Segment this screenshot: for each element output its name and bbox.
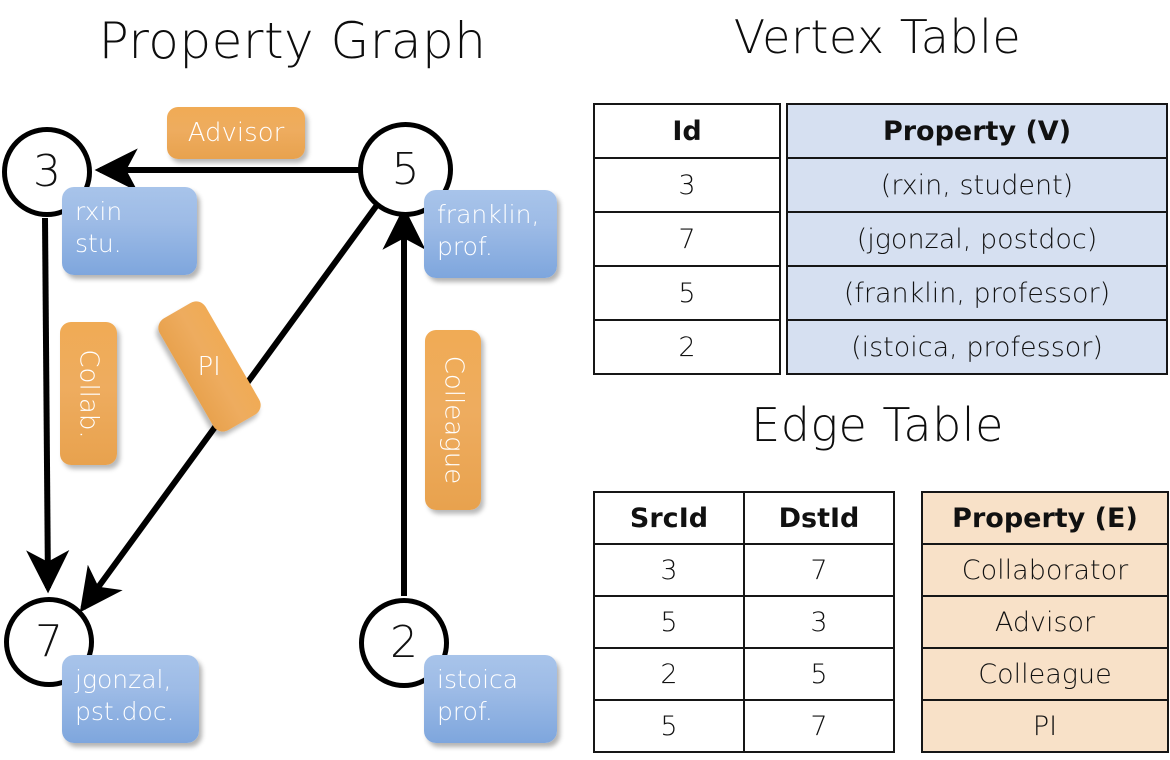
table-row[interactable]: 2 5	[593, 647, 895, 701]
edge-header-property: Property (E)	[921, 491, 1169, 545]
graph-node-7-label: 7	[35, 616, 63, 667]
edge-header-dstid: DstId	[743, 491, 895, 545]
vertex-cell-property: (istoica, professor)	[786, 319, 1168, 375]
edge-header-srcid: SrcId	[593, 491, 745, 545]
edge-cell-dstid: 5	[743, 647, 895, 701]
edge-table-property-column: Property (E) Collaborator Advisor Collea…	[921, 491, 1169, 753]
table-header-row: SrcId DstId	[593, 491, 895, 545]
edge-label-collab-text: Collab.	[73, 348, 104, 439]
node-property-box-3: rxin stu.	[62, 187, 197, 275]
edge-label-advisor-text: Advisor	[187, 118, 285, 148]
vertex-header-id: Id	[593, 103, 781, 159]
node-property-box-5: franklin, prof.	[424, 190, 557, 278]
table-row[interactable]: 5 7	[593, 699, 895, 753]
edge-3-to-7	[26, 217, 70, 594]
table-row[interactable]: 5 3	[593, 595, 895, 649]
edge-cell-property: PI	[921, 699, 1169, 753]
page-title-vertex-table: Vertex Table	[733, 10, 1022, 64]
vertex-table-id-column: Id 3 7 5 2	[593, 103, 781, 375]
table-row[interactable]: 5	[593, 265, 781, 321]
table-row[interactable]: (franklin, professor)	[786, 265, 1168, 321]
page-title-edge-table: Edge Table	[751, 398, 1004, 452]
edge-cell-property: Advisor	[921, 595, 1169, 649]
graph-node-2[interactable]: 2	[359, 598, 449, 688]
edge-cell-srcid: 3	[593, 543, 745, 597]
vertex-cell-property: (franklin, professor)	[786, 265, 1168, 321]
node-property-box-2: istoica prof.	[424, 655, 557, 743]
edge-label-pi-text: PI	[197, 351, 222, 382]
table-row[interactable]: 3	[593, 157, 781, 213]
edge-cell-dstid: 7	[743, 543, 895, 597]
table-row[interactable]: Colleague	[921, 647, 1169, 701]
vertex-cell-id: 2	[593, 319, 781, 375]
graph-node-2-label: 2	[390, 617, 418, 668]
vertex-cell-property: (rxin, student)	[786, 157, 1168, 213]
graph-node-3-label: 3	[33, 146, 61, 197]
edge-cell-srcid: 5	[593, 699, 745, 753]
page-title-property-graph: Property Graph	[98, 12, 487, 70]
edge-cell-srcid: 2	[593, 647, 745, 701]
vertex-cell-id: 7	[593, 211, 781, 267]
node-property-box-7: jgonzal, pst.doc.	[62, 655, 199, 743]
edge-cell-dstid: 7	[743, 699, 895, 753]
edge-table-src-dst-columns: SrcId DstId 3 7 5 3 2 5 5 7	[593, 491, 895, 753]
table-row[interactable]: (rxin, student)	[786, 157, 1168, 213]
vertex-cell-id: 5	[593, 265, 781, 321]
vertex-cell-id: 3	[593, 157, 781, 213]
graph-node-5[interactable]: 5	[358, 122, 453, 217]
edge-label-colleague-text: Colleague	[438, 355, 469, 485]
property-graph-diagram: 3 5 7 2 rxin stu. franklin, prof. jgonza…	[2, 107, 557, 743]
edge-cell-srcid: 5	[593, 595, 745, 649]
table-header-row: Id	[593, 103, 781, 159]
table-row[interactable]: PI	[921, 699, 1169, 753]
table-row[interactable]: 7	[593, 211, 781, 267]
table-row[interactable]: 2	[593, 319, 781, 375]
table-row[interactable]: Collaborator	[921, 543, 1169, 597]
vertex-table-property-column: Property (V) (rxin, student) (jgonzal, p…	[786, 103, 1168, 375]
table-row[interactable]: (istoica, professor)	[786, 319, 1168, 375]
edge-cell-property: Collaborator	[921, 543, 1169, 597]
table-row[interactable]: (jgonzal, postdoc)	[786, 211, 1168, 267]
table-header-row: Property (V)	[786, 103, 1168, 159]
table-row[interactable]: Advisor	[921, 595, 1169, 649]
edge-label-colleague: Colleague	[425, 330, 481, 510]
edge-cell-dstid: 3	[743, 595, 895, 649]
graph-node-5-label: 5	[391, 143, 420, 195]
table-row[interactable]: 3 7	[593, 543, 895, 597]
edge-label-collab: Collab.	[60, 322, 117, 465]
edge-label-advisor: Advisor	[167, 107, 305, 159]
vertex-header-property: Property (V)	[786, 103, 1168, 159]
vertex-cell-property: (jgonzal, postdoc)	[786, 211, 1168, 267]
table-header-row: Property (E)	[921, 491, 1169, 545]
edge-cell-property: Colleague	[921, 647, 1169, 701]
